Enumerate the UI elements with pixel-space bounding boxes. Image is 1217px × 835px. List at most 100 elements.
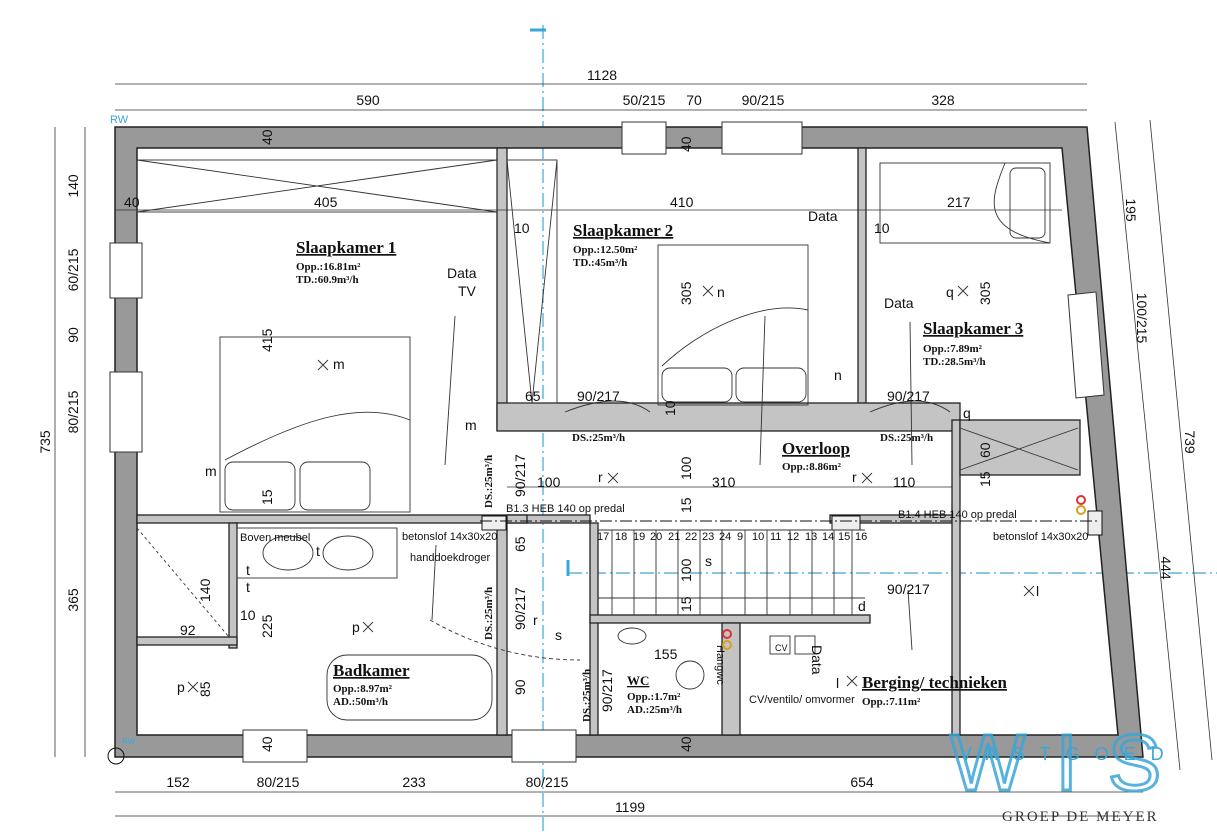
dims-i-34-label: 155: [654, 646, 678, 662]
room-slaapkamer-1: Slaapkamer 1 Opp.:16.81m² TD.:60.9m³/h: [296, 238, 396, 286]
rooms-wc-name-label: WC: [627, 673, 649, 688]
dims-i-8-label: 415: [259, 328, 275, 352]
dims-i-2-label: 40: [124, 194, 140, 210]
room-wc: WC Opp.:1.7m² AD.:25m³/h: [627, 673, 682, 716]
notes-ds-label: DS.:25m³/h: [572, 432, 625, 444]
dims-bot_e-label: 654: [850, 774, 874, 790]
symbols-6-label: q: [963, 405, 971, 421]
dims-i-4-label: 410: [670, 194, 694, 210]
dims-i-38-label: 90/217: [887, 581, 930, 597]
notes-cvbox-label: CV: [775, 643, 788, 653]
dims-i-15-label: 60: [977, 442, 993, 458]
rooms-bad-name-label: Badkamer: [333, 661, 410, 680]
symbols-1-label: m: [205, 463, 217, 479]
dims-i-37-label: 40: [678, 736, 694, 752]
notes-cv-label: CV/ventilo/ omvormer: [749, 694, 855, 706]
dims-i-7-label: 10: [874, 220, 890, 236]
dims-right_b-label: 100/215: [1134, 293, 1150, 344]
rooms-s3-opp-label: Opp.:7.89m²: [923, 343, 983, 355]
symbols-5-label: q: [946, 284, 954, 300]
logo-letters-label: WIS: [950, 718, 1191, 807]
dims-i-16-label: 15: [977, 471, 993, 487]
notes-data-label: Data: [447, 265, 477, 281]
interior-walls: [136, 147, 1081, 736]
stairs-1-label: 18: [615, 531, 627, 543]
rooms-overloop-opp-label: Opp.:8.86m²: [782, 461, 842, 473]
rooms-berging-name-label: Berging/ technieken: [862, 673, 1008, 692]
notes-rw-label: RW: [122, 737, 136, 746]
dims-bot_d-label: 80/215: [526, 774, 569, 790]
stairs-14-label: 15: [838, 531, 850, 543]
room-slaapkamer-3: Slaapkamer 3 Opp.:7.89m² TD.:28.5m³/h: [923, 319, 1023, 368]
dims-i-18-label: 310: [712, 474, 736, 490]
dims-i-19-label: 110: [893, 474, 916, 490]
dims-i-9-label: 305: [678, 281, 694, 305]
dims-i-24-label: 65: [512, 536, 528, 552]
stairs-5-label: 22: [685, 531, 697, 543]
dims-top_b-label: 50/215: [623, 92, 666, 108]
dimensions-right: 739 195 100/215 444: [1114, 119, 1213, 771]
beds: [219, 162, 1051, 513]
rooms-s2-name-label: Slaapkamer 2: [573, 221, 673, 240]
dims-bot_b-label: 80/215: [257, 774, 300, 790]
rooms-overloop-name-label: Overloop: [782, 439, 850, 458]
logo-word-label: VASTGOED: [960, 744, 1179, 764]
stairs-9-label: 10: [752, 531, 764, 543]
dims-top_e-label: 328: [931, 92, 955, 108]
symbols-10-label: s: [705, 553, 712, 569]
stairs-15-label: 16: [855, 531, 867, 543]
symbols-17-label: l: [1036, 583, 1039, 599]
dims-i-12-label: 90/217: [577, 388, 620, 404]
stairs-10-label: 11: [770, 531, 781, 543]
symbols-13-label: t: [246, 579, 250, 595]
dims-top_c-label: 70: [686, 92, 702, 108]
notes-beam2-label: B1.4 HEB 140 op predal: [898, 509, 1017, 521]
dimensions-bottom: 152 80/215 233 80/215 654 1199: [115, 774, 1143, 817]
logo: WIS VASTGOED GROEP DE MEYER: [949, 717, 1191, 826]
room-overloop: Overloop Opp.:8.86m²: [782, 439, 850, 473]
dims-i-0-label: 40: [259, 129, 275, 145]
rooms-berging-opp-label: Opp.:7.11m²: [862, 696, 921, 708]
wardrobes: [136, 159, 1079, 471]
dims-i-30-label: 92: [180, 622, 196, 638]
symbols-7-label: r: [598, 469, 603, 485]
dimensions-left: 735 140 60/215 90 80/215 365: [37, 127, 86, 757]
dims-i-13-label: 10: [662, 400, 678, 416]
dims-i-28-label: 140: [197, 578, 213, 602]
dims-right_a-label: 195: [1123, 198, 1139, 222]
rooms-bad-ad-label: AD.:50m³/h: [333, 696, 388, 708]
symbols-16-label: p: [177, 679, 185, 695]
symbols-12-label: t: [316, 543, 320, 559]
symbols-0-label: m: [333, 356, 345, 372]
dims-i-36-label: 40: [259, 736, 275, 752]
symbols-2-label: m: [465, 417, 477, 433]
symbols-4-label: n: [834, 367, 842, 383]
dims-i-3-label: 405: [314, 194, 338, 210]
stairs-11-label: 12: [787, 531, 799, 543]
stairs-4-label: 21: [668, 531, 680, 543]
notes-beam1-label: B1.3 HEB 140 op predal: [506, 503, 625, 515]
symbols-19-label: d: [858, 598, 866, 614]
rooms-bad-opp-label: Opp.:8.97m²: [333, 683, 393, 695]
dims-bot_a-label: 152: [166, 774, 190, 790]
dims-i-29-label: 10: [240, 607, 256, 623]
stairs-6-label: 23: [702, 531, 714, 543]
dims-i-11-label: 65: [525, 388, 541, 404]
door-swings: [429, 315, 951, 661]
dims-i-26-label: 100: [678, 558, 694, 582]
dims-left_b-label: 60/215: [65, 248, 81, 291]
notes-data-label: Data: [808, 208, 838, 224]
dims-i-17-label: 100: [537, 474, 561, 490]
dims-left_e-label: 365: [65, 588, 81, 612]
dims-right_c-label: 444: [1158, 556, 1174, 580]
dims-left_d-label: 80/215: [65, 390, 81, 433]
symbols-18-label: l: [836, 675, 839, 691]
rooms-s3-name-label: Slaapkamer 3: [923, 319, 1023, 338]
dims-i-31-label: 225: [259, 614, 275, 638]
bathroom-fixtures: [136, 527, 816, 721]
dims-bot_c-label: 233: [402, 774, 426, 790]
rooms-s2-opp-label: Opp.:12.50m²: [573, 244, 638, 256]
notes-ds-label: DS.:25m³/h: [483, 455, 495, 508]
dims-right_total-label: 739: [1182, 430, 1198, 454]
